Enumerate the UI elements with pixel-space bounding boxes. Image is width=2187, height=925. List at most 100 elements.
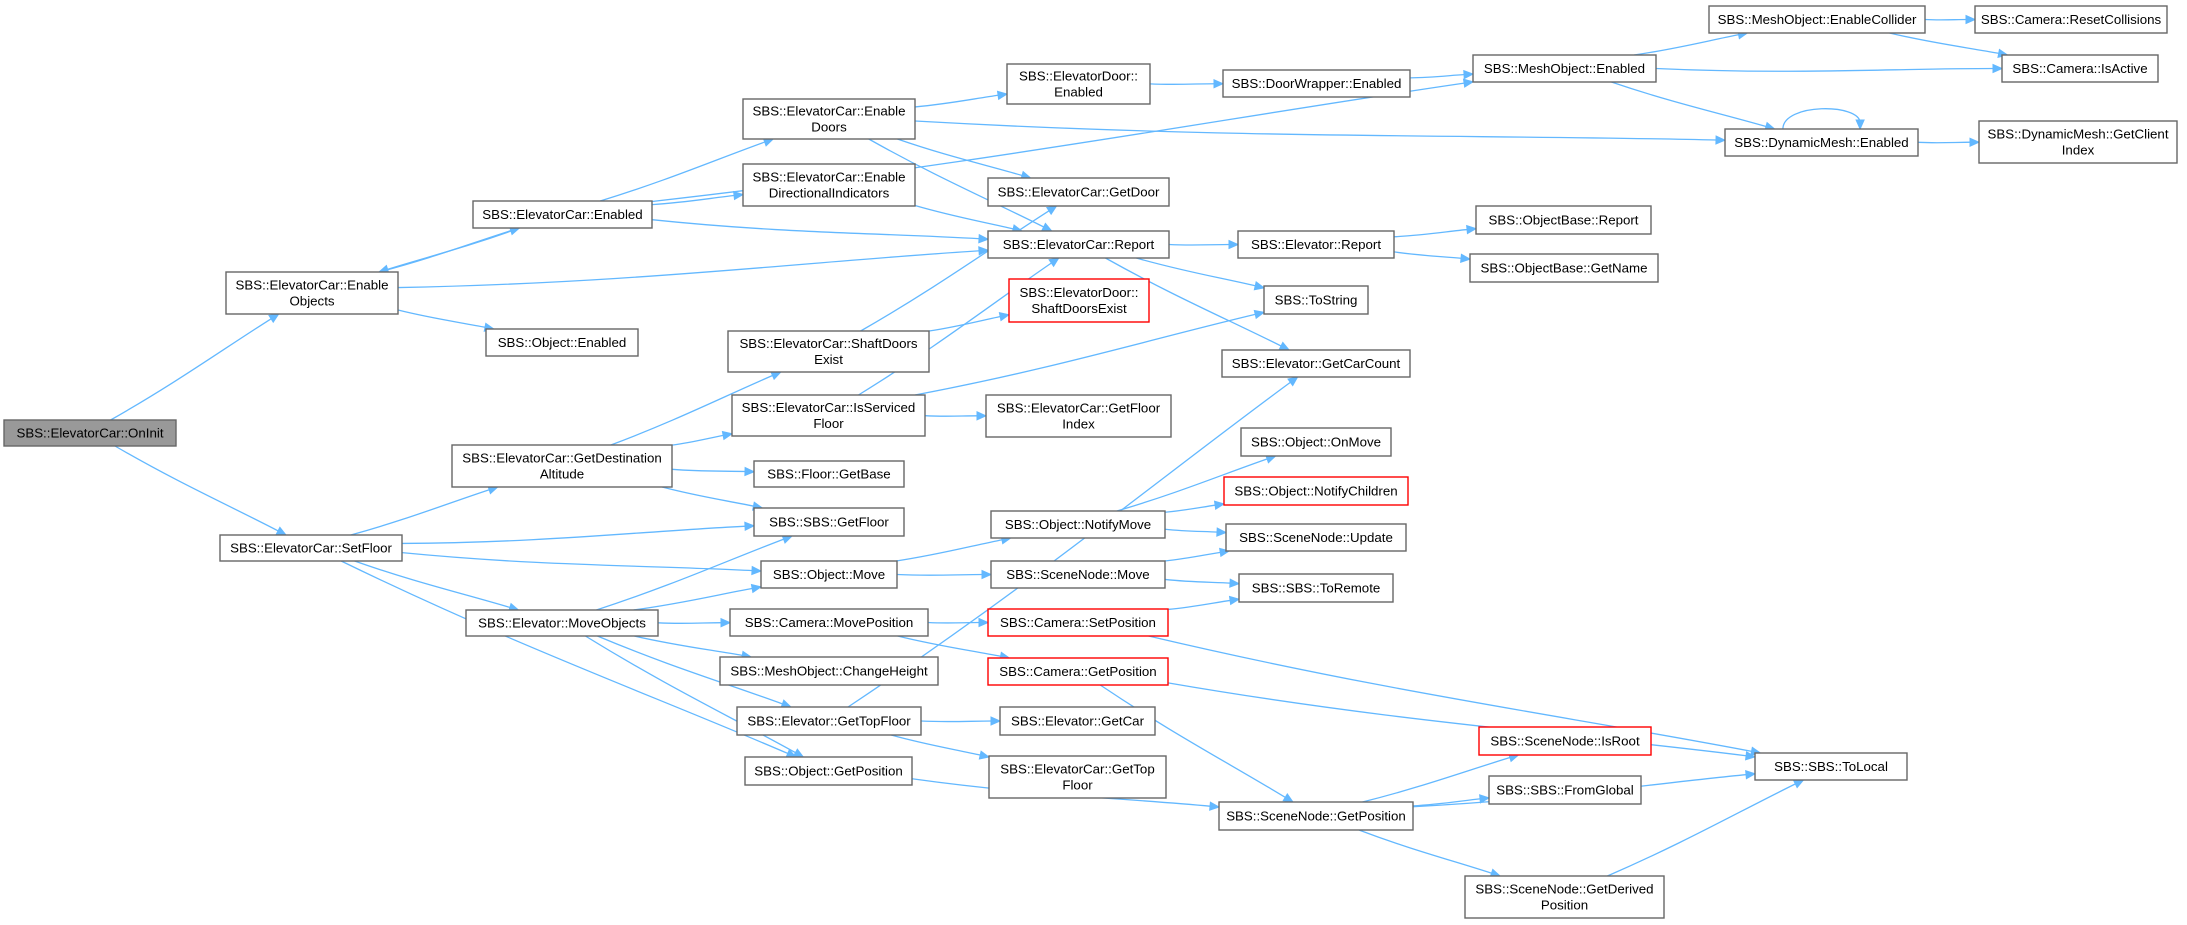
edge-isserviced-to-car_getfloorindex: [924, 411, 988, 421]
node-setfloor[interactable]: SBS::ElevatorCar::SetFloor: [219, 534, 403, 562]
node-cam_moveposition[interactable]: SBS::Camera::MovePosition: [729, 608, 929, 637]
node-car_enabled[interactable]: SBS::ElevatorCar::Enabled: [472, 200, 653, 229]
node-label: SBS::Camera::ResetCollisions: [1981, 12, 2162, 27]
node-cam_resetcollisions[interactable]: SBS::Camera::ResetCollisions: [1974, 5, 2168, 34]
node-label: SBS::MeshObject::Enabled: [1484, 61, 1645, 76]
node-obj_getposition[interactable]: SBS::Object::GetPosition: [744, 756, 913, 786]
node-box: [1478, 726, 1652, 756]
node-label: SBS::Object::Enabled: [498, 335, 627, 350]
node-sn_move[interactable]: SBS::SceneNode::Move: [990, 560, 1166, 589]
node-sbs_toremote[interactable]: SBS::SBS::ToRemote: [1238, 573, 1394, 603]
node-box: [1222, 69, 1411, 98]
edge-arrowhead: [1965, 14, 1977, 25]
node-cam_getposition[interactable]: SBS::Camera::GetPosition: [987, 657, 1169, 686]
node-sn_isroot[interactable]: SBS::SceneNode::IsRoot: [1478, 726, 1652, 756]
node-label: SBS::DoorWrapper::Enabled: [1232, 76, 1402, 91]
edge-oninit-to-setfloor: [114, 445, 288, 536]
node-dynmesh_enabled[interactable]: SBS::DynamicMesh::Enabled: [1724, 128, 1919, 157]
node-ob_getname[interactable]: SBS::ObjectBase::GetName: [1469, 253, 1659, 283]
edge-line: [599, 141, 766, 202]
node-label: SBS::Object::OnMove: [1251, 435, 1381, 450]
edge-mesh_enabled-to-dynmesh_enabled: [1611, 81, 1776, 131]
node-sbs_tolocal[interactable]: SBS::SBS::ToLocal: [1754, 752, 1908, 781]
node-floor_getbase[interactable]: SBS::Floor::GetBase: [753, 460, 905, 488]
node-sbs_getfloor[interactable]: SBS::SBS::GetFloor: [753, 507, 905, 537]
edge-cam_moveposition-to-cam_setposition: [927, 617, 990, 628]
edge-line: [1164, 578, 1232, 584]
edge-mesh_enabled-to-cam_isactive: [1655, 63, 2004, 74]
node-box: [2001, 54, 2159, 83]
node-cam_isactive[interactable]: SBS::Camera::IsActive: [2001, 54, 2159, 83]
node-label: SBS::SceneNode::Update: [1239, 530, 1393, 545]
edge-getdestalt-to-isserviced: [671, 430, 734, 446]
node-obj_onmove[interactable]: SBS::Object::OnMove: [1240, 427, 1392, 457]
node-mesh_enabled[interactable]: SBS::MeshObject::Enabled: [1472, 54, 1657, 83]
node-box: [999, 706, 1156, 736]
node-obj_notifymove[interactable]: SBS::Object::NotifyMove: [990, 510, 1166, 539]
node-elev_gettopfloor[interactable]: SBS::Elevator::GetTopFloor: [736, 706, 922, 736]
node-car_report[interactable]: SBS::ElevatorCar::Report: [987, 230, 1170, 259]
edge-line: [401, 525, 747, 545]
node-box: [1237, 230, 1395, 259]
node-elev_getcar[interactable]: SBS::Elevator::GetCar: [999, 706, 1156, 736]
node-oninit[interactable]: SBS::ElevatorCar::OnInit: [3, 419, 177, 447]
edge-line: [1164, 504, 1217, 513]
node-label: SBS::ToString: [1275, 293, 1358, 308]
node-box: [987, 177, 1170, 207]
node-mesh_changeheight[interactable]: SBS::MeshObject::ChangeHeight: [719, 656, 939, 686]
node-elev_report[interactable]: SBS::Elevator::Report: [1237, 230, 1395, 259]
edge-arrowhead: [978, 246, 990, 256]
node-box: [1475, 205, 1652, 235]
node-ob_report[interactable]: SBS::ObjectBase::Report: [1475, 205, 1652, 235]
edge-arrowhead: [744, 466, 756, 477]
node-obj_notifychildren[interactable]: SBS::Object::NotifyChildren: [1223, 476, 1409, 506]
edge-setfloor-to-getdestalt: [350, 485, 499, 536]
node-sn_update[interactable]: SBS::SceneNode::Update: [1225, 523, 1407, 552]
node-enabledirind[interactable]: SBS::ElevatorCar::EnableDirectionalIndic…: [742, 163, 916, 207]
node-label: SBS::Object::NotifyMove: [1005, 517, 1151, 532]
node-car_getdoor[interactable]: SBS::ElevatorCar::GetDoor: [987, 177, 1170, 207]
node-obj_enabled[interactable]: SBS::Object::Enabled: [485, 328, 639, 357]
node-shaftdoorsexist[interactable]: SBS::ElevatorCar::ShaftDoorsExist: [727, 330, 930, 373]
edge-arrowhead: [1992, 63, 2004, 74]
edge-line: [1099, 684, 1287, 799]
edge-arrowhead: [1463, 69, 1475, 80]
node-cam_setposition[interactable]: SBS::Camera::SetPosition: [987, 608, 1169, 637]
node-tostring[interactable]: SBS::ToString: [1263, 285, 1369, 315]
node-elev_getcarcount[interactable]: SBS::Elevator::GetCarCount: [1221, 349, 1411, 378]
edge-line: [1607, 782, 1797, 877]
edge-arrowhead: [1278, 341, 1291, 351]
node-moveobjects[interactable]: SBS::Elevator::MoveObjects: [465, 609, 659, 637]
edge-arrowhead: [733, 190, 745, 201]
node-sbs_fromglobal[interactable]: SBS::SBS::FromGlobal: [1488, 775, 1642, 805]
edge-line: [914, 120, 1718, 141]
node-obj_move[interactable]: SBS::Object::Move: [760, 560, 898, 589]
node-sn_getposition[interactable]: SBS::SceneNode::GetPosition: [1218, 801, 1414, 831]
edge-line: [596, 538, 785, 611]
edge-car_enabled-to-car_report: [651, 219, 990, 244]
edge-line: [1167, 682, 1748, 757]
node-door_shaftdoorsexist[interactable]: SBS::ElevatorDoor::ShaftDoorsExist: [1008, 278, 1150, 323]
node-mesh_enablecollider[interactable]: SBS::MeshObject::EnableCollider: [1708, 5, 1926, 34]
node-car_gettopfloor[interactable]: SBS::ElevatorCar::GetTopFloor: [988, 755, 1167, 799]
edge-enableobjects-to-obj_enabled: [397, 309, 496, 332]
node-door_enabled[interactable]: SBS::ElevatorDoor::Enabled: [1006, 63, 1151, 105]
edge-getdestalt-to-floor_getbase: [671, 466, 756, 477]
node-box: [219, 534, 403, 562]
edge-arrowhead: [981, 569, 993, 580]
node-dw_enabled[interactable]: SBS::DoorWrapper::Enabled: [1222, 69, 1411, 98]
edge-arrowhead: [744, 521, 756, 532]
edge-line: [920, 720, 993, 723]
node-label: SBS::SBS::ToRemote: [1252, 581, 1381, 596]
node-label: SBS::SBS::ToLocal: [1774, 759, 1888, 774]
edge-arrowhead: [751, 565, 763, 576]
